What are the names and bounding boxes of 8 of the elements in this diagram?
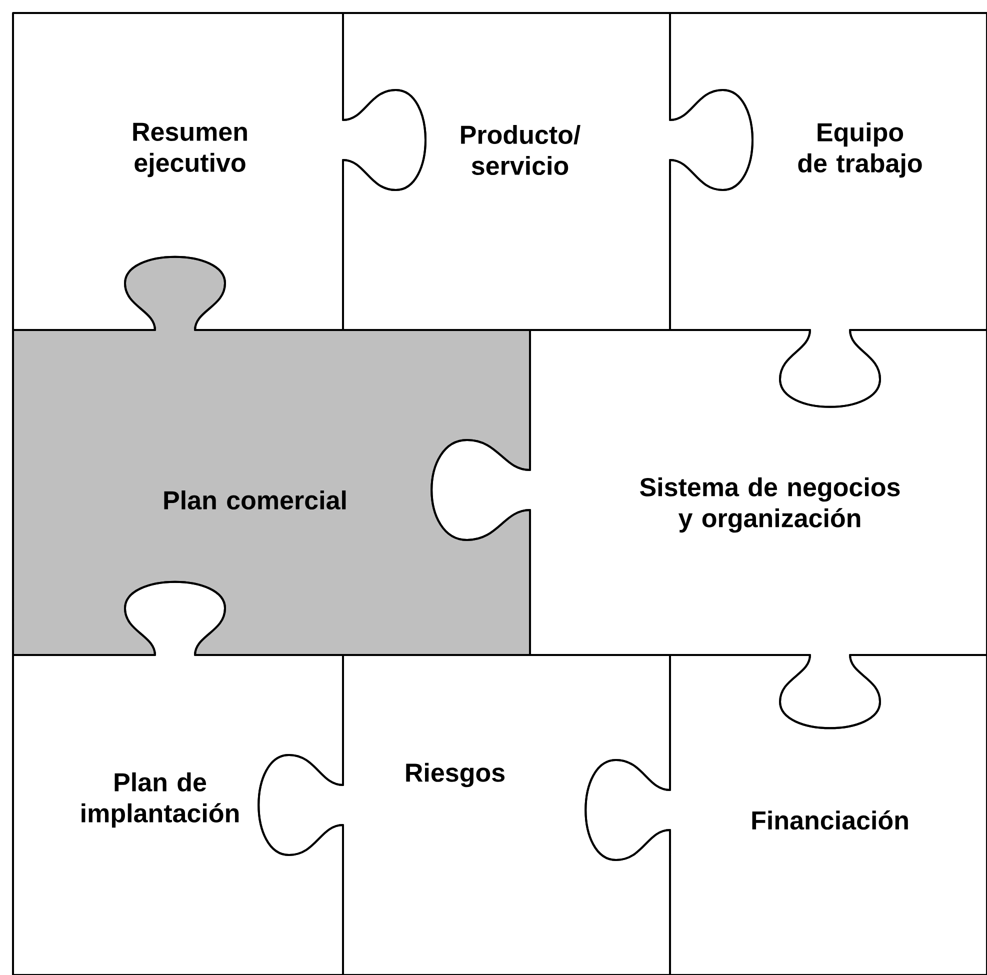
- puzzle-piece: Plan de implantación: [12, 580, 344, 975]
- puzzle-piece: Producto/ servicio: [342, 12, 754, 331]
- puzzle-piece: Sistema de negocios y organización: [430, 329, 987, 730]
- puzzle-piece: Financiación: [584, 654, 987, 975]
- puzzle-piece: Riesgos: [258, 654, 671, 975]
- puzzle-piece: Plan comercial: [12, 256, 531, 656]
- puzzle-piece: Equipo de trabajo: [669, 12, 987, 408]
- puzzle-piece: Resumen ejecutivo: [12, 12, 426, 331]
